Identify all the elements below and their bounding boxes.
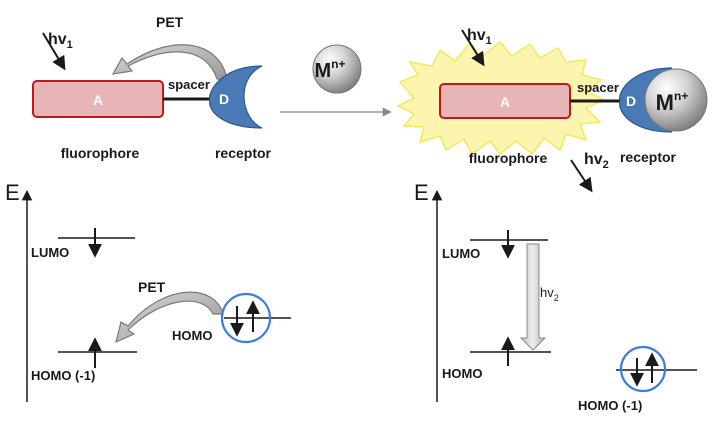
pet-curved-arrow-top	[111, 44, 228, 80]
emission-label: hv2	[584, 151, 609, 171]
receptor-homo-circle-right	[619, 345, 667, 393]
metal-ion-addition: Mn+	[280, 44, 392, 117]
emission-arrow	[570, 159, 593, 193]
receptor-homo-circle-left	[220, 292, 272, 344]
metal-ion-label: Mn+	[314, 57, 345, 82]
bound-metal-ion	[644, 68, 708, 132]
metal-ion-sphere	[312, 44, 362, 94]
excitation-arrow-right	[461, 29, 485, 67]
receptor-letter-right: D	[626, 93, 636, 109]
emission-label-energy: hv2	[540, 285, 559, 303]
homo-minus1-label-left: HOMO (-1)	[31, 368, 95, 383]
fluorophore-caption-left: fluorophore	[61, 145, 140, 161]
energy-axis-label-right: E	[414, 180, 429, 205]
excitation-arrow-left	[42, 32, 66, 71]
receptor-letter-left: D	[219, 91, 229, 107]
excitation-label-right: hv1	[467, 27, 492, 47]
right-scheme: hv1 A spacer D Mn+ fluorophore receptor …	[396, 27, 708, 193]
bound-metal-label: Mn+	[656, 89, 689, 115]
receptor-crescent-left	[209, 65, 263, 129]
left-energy-diagram: E LUMO HOMO (-1) PET HOMO	[5, 180, 291, 402]
fluorophore-letter-right: A	[500, 94, 510, 110]
fluorophore-letter-left: A	[93, 92, 103, 108]
receptor-caption-left: receptor	[215, 145, 272, 161]
homo-label-receptor-left: HOMO	[172, 328, 212, 343]
pet-label-top: PET	[156, 14, 184, 30]
right-energy-diagram: E LUMO hv2 HOMO HOMO (-1)	[414, 180, 697, 413]
pet-curved-arrow-energy	[115, 291, 224, 344]
lumo-label-right: LUMO	[442, 246, 480, 261]
homo-label-right: HOMO	[442, 366, 482, 381]
pet-label-energy: PET	[138, 279, 166, 295]
receptor-caption-right: receptor	[620, 149, 677, 165]
lumo-label-left: LUMO	[31, 245, 69, 260]
left-scheme: hv1 PET A spacer D fluorophore receptor	[32, 14, 272, 161]
excitation-label-left: hv1	[48, 31, 73, 51]
emission-transition-arrow	[519, 243, 547, 351]
spacer-label-right: spacer	[577, 80, 619, 95]
fluorophore-caption-right: fluorophore	[469, 150, 548, 166]
spacer-label-left: spacer	[168, 77, 210, 92]
energy-axis-label-left: E	[5, 180, 20, 205]
homo-minus1-label-right: HOMO (-1)	[578, 398, 642, 413]
